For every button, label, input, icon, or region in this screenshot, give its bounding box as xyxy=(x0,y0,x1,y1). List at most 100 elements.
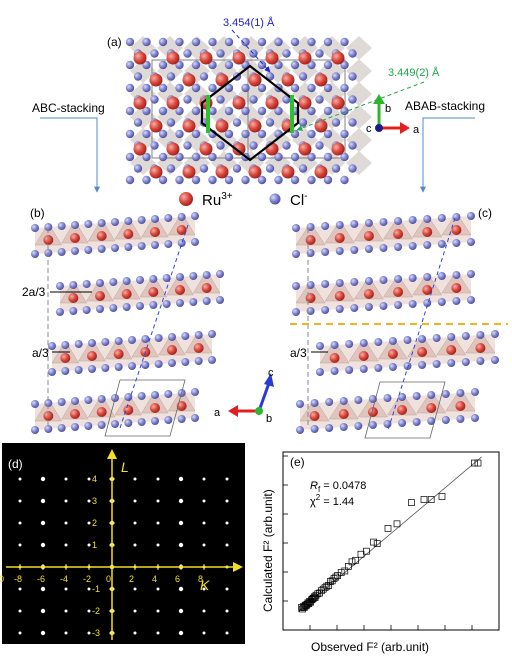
cl-atom xyxy=(137,418,146,426)
k-tick-label: 8 xyxy=(198,574,203,584)
bragg-spot xyxy=(225,631,229,635)
axis-mid-a: a xyxy=(214,407,221,419)
ru-atom xyxy=(232,51,246,65)
cl-atom xyxy=(142,129,151,139)
cl-atom xyxy=(306,223,315,231)
ru-atom xyxy=(123,229,134,239)
octahedron-face xyxy=(167,388,196,412)
bragg-spot xyxy=(64,587,68,591)
cl-atom xyxy=(232,164,242,173)
cl-atom xyxy=(321,280,330,288)
axis-top-a: a xyxy=(413,124,420,136)
ru-atom xyxy=(96,407,107,417)
cl-atom xyxy=(476,357,485,365)
cl-atom xyxy=(307,37,316,47)
cl-atom xyxy=(208,37,217,47)
cl-atom xyxy=(257,37,267,47)
axis-mid-c: c xyxy=(268,367,274,379)
k-tick-label: -6 xyxy=(37,574,45,584)
honeycomb-top-view xyxy=(125,36,372,185)
cl-atom xyxy=(456,389,465,397)
cl-atom xyxy=(133,118,143,127)
ru-atom xyxy=(133,51,147,65)
cl-atom xyxy=(383,394,392,402)
ru-atom xyxy=(166,51,180,65)
cl-atom xyxy=(335,247,344,255)
cl-atom xyxy=(241,37,250,47)
ru-atom xyxy=(305,235,316,245)
cl-atom xyxy=(191,414,199,422)
cl-atom xyxy=(150,141,159,150)
cl-atom xyxy=(181,358,190,366)
cl-atom xyxy=(394,301,403,309)
cl-atom xyxy=(175,175,184,185)
l-tick-label: 1 xyxy=(92,540,97,550)
cl-atom xyxy=(432,334,441,342)
ru-atom xyxy=(149,165,163,179)
ru-atom xyxy=(265,142,279,156)
bragg-spot xyxy=(202,477,206,481)
cl-atom xyxy=(166,118,176,127)
cl-atom xyxy=(125,175,135,185)
cl-atom xyxy=(310,399,319,407)
bragg-spot xyxy=(40,630,46,636)
cl-atom xyxy=(249,95,258,104)
panel-label-a: (a) xyxy=(107,35,122,49)
data-point xyxy=(328,577,336,585)
cl-atom xyxy=(292,282,300,290)
cl-atom xyxy=(191,388,199,396)
octahedron-face xyxy=(445,388,476,412)
octahedron-face xyxy=(139,274,168,298)
cl-atom xyxy=(224,129,234,139)
cl-atom xyxy=(96,305,104,313)
cl-atom xyxy=(274,106,283,116)
cl-atom xyxy=(69,281,78,289)
plot-frame xyxy=(282,451,500,631)
data-points xyxy=(298,459,482,613)
cl-atom xyxy=(71,397,79,405)
cl-atom xyxy=(48,342,56,350)
cl-atom xyxy=(340,60,349,70)
cl-atom xyxy=(331,118,341,127)
cl-atom xyxy=(321,248,330,256)
cl-atom xyxy=(125,106,135,116)
ru-atom xyxy=(393,287,404,297)
cl-atom xyxy=(432,360,441,368)
cl-atom xyxy=(61,341,70,349)
cl-atom xyxy=(114,337,123,345)
cl-atom xyxy=(124,217,133,225)
refinement-plot: (e) Rf = 0.0478 χ2 = 1.44 Observed F² (a… xyxy=(261,451,500,654)
cl-atom xyxy=(122,303,131,311)
cl-atom xyxy=(296,400,304,408)
cl-atom xyxy=(31,400,39,408)
data-point xyxy=(341,567,349,575)
cl-atom xyxy=(57,398,66,406)
cl-atom xyxy=(202,271,211,279)
cl-atom xyxy=(216,270,224,278)
ru-atom xyxy=(201,283,212,293)
bragg-spot xyxy=(156,477,160,481)
cl-atom xyxy=(335,279,344,287)
cl-atom xyxy=(374,364,383,372)
cl-atom xyxy=(168,333,176,341)
cl-atom xyxy=(177,415,186,423)
data-point xyxy=(474,459,482,467)
hexagon-outline xyxy=(200,64,300,162)
cl-atom xyxy=(290,152,300,162)
ru-atom xyxy=(363,289,374,299)
ru-atom xyxy=(265,51,279,65)
ru-atom xyxy=(314,73,328,87)
ru-atom xyxy=(166,96,180,110)
data-point xyxy=(438,493,446,500)
cl-atom xyxy=(350,246,359,254)
bond-pointer-blue xyxy=(231,29,271,73)
cl-atom xyxy=(471,388,479,396)
ru-atom xyxy=(331,51,345,65)
bond-pointer-green xyxy=(296,81,425,131)
cl-atom xyxy=(335,221,344,229)
cl-atom xyxy=(141,361,150,369)
octahedron-face xyxy=(465,330,496,354)
cl-atom xyxy=(265,164,275,173)
ru-atom xyxy=(298,142,312,156)
ru-atom xyxy=(121,289,132,299)
